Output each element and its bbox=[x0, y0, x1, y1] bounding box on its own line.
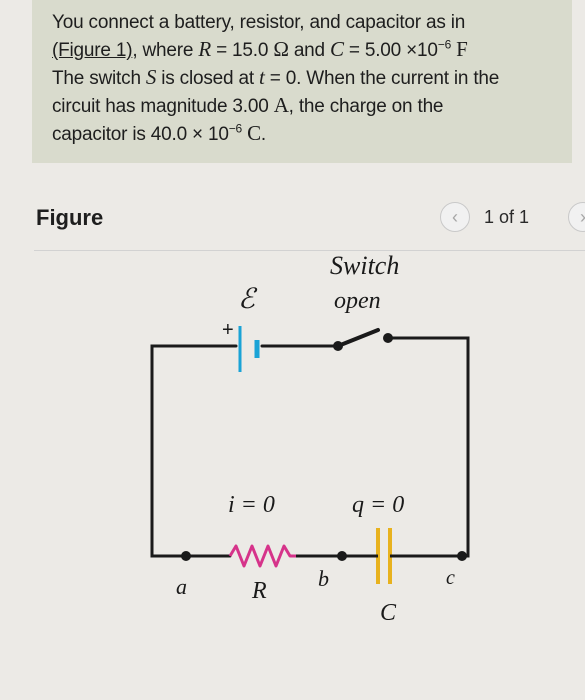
wire-right bbox=[386, 336, 470, 558]
problem-statement: You connect a battery, resistor, and cap… bbox=[32, 0, 572, 163]
chevron-right-icon: › bbox=[580, 207, 585, 228]
resistor-label: R bbox=[251, 578, 267, 604]
chevron-left-icon: ‹ bbox=[452, 206, 458, 227]
problem-line-2: (Figure 1), where R = 15.0 Ω and C = 5.0… bbox=[52, 36, 562, 64]
resistance-unit: Ω bbox=[273, 37, 289, 61]
switch: Switch open bbox=[330, 251, 399, 351]
switch-symbol: S bbox=[145, 65, 157, 89]
switch-contact bbox=[383, 333, 393, 343]
capacitance-exponent: −6 bbox=[437, 37, 452, 52]
problem-text: is closed at bbox=[156, 68, 260, 89]
resistance-value: = 15.0 bbox=[211, 40, 274, 61]
problem-line-1: You connect a battery, resistor, and cap… bbox=[52, 10, 562, 36]
capacitance-unit: F bbox=[451, 37, 468, 61]
problem-text: You connect a battery, resistor, and cap… bbox=[52, 12, 466, 33]
previous-figure-button[interactable]: ‹ bbox=[440, 202, 470, 232]
problem-text: capacitor is 40.0 × 10 bbox=[52, 124, 229, 145]
charge-label: q = 0 bbox=[352, 492, 404, 518]
problem-text: The switch bbox=[52, 68, 146, 89]
battery-plus-sign: + bbox=[222, 319, 234, 341]
problem-text: . bbox=[260, 124, 266, 145]
node-b-dot bbox=[337, 551, 347, 561]
resistance-symbol: R bbox=[198, 37, 211, 61]
problem-text: = 0. When the current in the bbox=[264, 68, 500, 89]
capacitance-symbol: C bbox=[330, 37, 344, 61]
current-unit: A bbox=[273, 93, 289, 117]
emf-label: ℰ bbox=[238, 284, 258, 315]
switch-state-label: open bbox=[334, 288, 381, 314]
current-label: i = 0 bbox=[228, 492, 275, 518]
node-c-dot bbox=[457, 551, 467, 561]
capacitor-label: C bbox=[380, 600, 397, 626]
divider bbox=[34, 250, 585, 251]
switch-lever bbox=[336, 328, 380, 348]
time-symbol: t bbox=[259, 65, 265, 89]
problem-line-4: circuit has magnitude 3.00 A, the charge… bbox=[52, 92, 562, 120]
node-a-label: a bbox=[176, 574, 187, 599]
problem-text: , where bbox=[132, 40, 199, 61]
capacitor bbox=[370, 528, 400, 584]
switch-label: Switch bbox=[330, 251, 399, 280]
problem-line-3: The switch S is closed at t = 0. When th… bbox=[52, 64, 562, 92]
capacitance-value: = 5.00 ×10 bbox=[343, 40, 438, 61]
figure-link[interactable]: (Figure 1) bbox=[52, 40, 133, 61]
problem-text: , the charge on the bbox=[288, 96, 444, 117]
figure-title: Figure bbox=[36, 205, 104, 230]
circuit-wires bbox=[150, 336, 470, 558]
problem-text: and bbox=[288, 40, 330, 61]
node-a-dot bbox=[181, 551, 191, 561]
figure-pager: ‹ 1 of 1 › bbox=[440, 200, 585, 234]
problem-line-5: capacitor is 40.0 × 10−6 C. bbox=[52, 120, 562, 148]
wire-left-top bbox=[150, 344, 238, 558]
charge-unit: C bbox=[242, 121, 261, 145]
resistor bbox=[228, 544, 296, 568]
node-b-label: b bbox=[318, 566, 329, 591]
charge-exponent: −6 bbox=[228, 121, 243, 136]
figure-page-count: 1 of 1 bbox=[484, 206, 530, 227]
battery: + ℰ bbox=[222, 284, 260, 372]
problem-text: circuit has magnitude 3.00 bbox=[52, 96, 274, 117]
node-c-label: c bbox=[446, 567, 455, 589]
